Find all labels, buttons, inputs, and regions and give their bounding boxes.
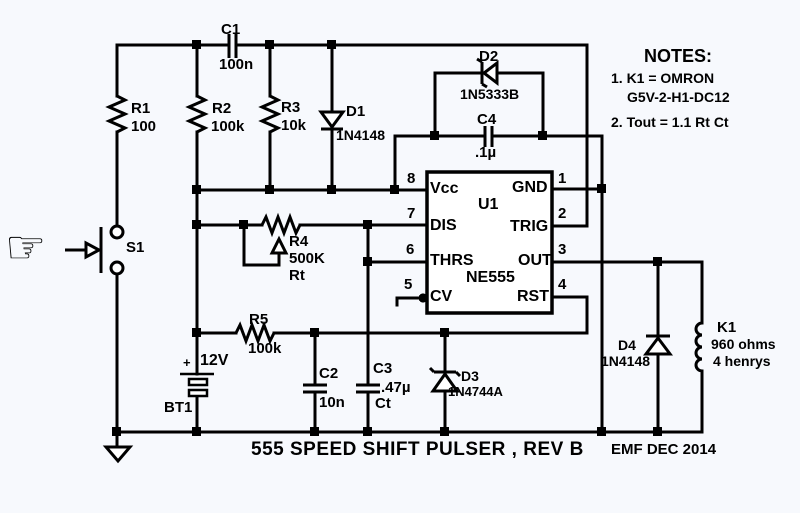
c4-label: C4 xyxy=(477,111,497,128)
ic-pin-vcc: Vcc xyxy=(430,180,459,197)
pin-number-8: 8 xyxy=(407,170,416,187)
bt1-polarity: + xyxy=(183,355,191,370)
ic-pin-trig: TRIG xyxy=(510,218,549,235)
k1-resistance: 960 ohms xyxy=(711,336,776,352)
capacitor-c1-plates xyxy=(227,34,238,58)
r5-label: R5 xyxy=(249,311,269,328)
capacitor-c3-plates xyxy=(356,383,380,394)
diode-d3-triangle xyxy=(430,371,460,393)
ic-pin-thrs: THRS xyxy=(430,252,474,269)
potentiometer-r4-wiper-arrow xyxy=(269,235,289,255)
diode-d2-triangle xyxy=(481,59,499,87)
r5-value: 100k xyxy=(248,340,282,357)
relay-k1-coil xyxy=(694,262,704,432)
note-2: 2. Tout = 1.1 Rt Ct xyxy=(611,114,729,130)
ic-pin-gnd: GND xyxy=(512,179,548,196)
c2-value: 10n xyxy=(319,394,345,411)
d1-label: D1 xyxy=(346,103,366,120)
battery-bt1-cell1 xyxy=(187,377,209,387)
r4-label: R4 xyxy=(289,233,309,250)
r4-note: Rt xyxy=(289,267,305,284)
junction-dots xyxy=(112,40,662,436)
diode-d2-bar xyxy=(476,57,488,89)
pointing-hand-icon: ☞ xyxy=(5,221,47,273)
bt1-label: BT1 xyxy=(164,399,193,416)
c1-label: C1 xyxy=(221,21,241,38)
resistor-r2-zigzag xyxy=(185,94,209,134)
ic-u1-body xyxy=(425,170,554,315)
press-arrow-head xyxy=(84,240,103,260)
ic-pin-out: OUT xyxy=(518,252,552,269)
pin-number-5: 5 xyxy=(404,276,413,293)
cv-pin-dot xyxy=(418,293,428,303)
resistor-r1-zigzag xyxy=(105,94,129,134)
note-1-line-2: G5V-2-H1-DC12 xyxy=(627,89,730,105)
d3-value: 1N4744A xyxy=(448,384,503,399)
ic-pin-dis: DIS xyxy=(430,217,457,234)
ground-symbol xyxy=(102,445,134,464)
d2-label: D2 xyxy=(479,48,499,65)
r2-label: R2 xyxy=(212,100,232,117)
notes-heading: NOTES: xyxy=(644,46,713,66)
c4-value: .1µ xyxy=(475,144,497,161)
capacitor-c4-plates xyxy=(483,126,494,147)
resistor-r5-zigzag xyxy=(234,320,276,346)
r2-value: 100k xyxy=(211,118,245,135)
k1-label: K1 xyxy=(717,319,737,336)
d4-value: 1N4148 xyxy=(601,353,651,369)
s1-label: S1 xyxy=(126,239,145,256)
r3-label: R3 xyxy=(281,99,301,116)
potentiometer-r4-zigzag xyxy=(260,212,302,238)
battery-bt1-cell2 xyxy=(187,388,209,398)
r3-value: 10k xyxy=(281,117,307,134)
d1-value: 1N4148 xyxy=(336,127,386,143)
pin-number-4: 4 xyxy=(558,276,567,293)
r1-value: 100 xyxy=(131,118,157,135)
schematic-credit: EMF DEC 2014 xyxy=(611,441,717,458)
capacitor-c2-plates xyxy=(303,383,327,394)
c3-label: C3 xyxy=(373,360,393,377)
diode-d4-triangle xyxy=(643,335,673,356)
c2-label: C2 xyxy=(319,365,339,382)
ic-pin-rst: RST xyxy=(517,288,549,305)
diode-d3-bar xyxy=(428,366,462,378)
ic-part: NE555 xyxy=(466,269,515,286)
d3-label: D3 xyxy=(461,368,479,384)
schematic-title: 555 SPEED SHIFT PULSER , REV B xyxy=(251,439,584,460)
switch-s1-contact-top xyxy=(109,224,125,240)
pin-number-2: 2 xyxy=(558,205,567,222)
c3-value: .47µ xyxy=(381,379,411,396)
ic-pin-cv: CV xyxy=(430,288,453,305)
pin-number-7: 7 xyxy=(407,205,416,222)
c3-note: Ct xyxy=(375,395,391,412)
pin-number-6: 6 xyxy=(406,241,415,258)
ic-refdes: U1 xyxy=(478,196,499,213)
wire-r4-wiper-return xyxy=(242,223,281,267)
bt1-voltage: 12V xyxy=(200,352,229,369)
resistor-r3-zigzag xyxy=(258,94,282,134)
d2-value: 1N5333B xyxy=(460,86,520,102)
switch-s1-contact-bottom xyxy=(109,260,125,276)
c1-value: 100n xyxy=(219,56,254,73)
diode-d1-triangle xyxy=(318,110,346,130)
pin-number-3: 3 xyxy=(558,241,567,258)
r1-label: R1 xyxy=(131,100,151,117)
note-1-line-1: 1. K1 = OMRON xyxy=(611,70,715,86)
d4-label: D4 xyxy=(618,337,636,353)
pin-number-1: 1 xyxy=(558,170,567,187)
r4-value: 500K xyxy=(289,250,325,267)
k1-inductance: 4 henrys xyxy=(713,353,771,369)
